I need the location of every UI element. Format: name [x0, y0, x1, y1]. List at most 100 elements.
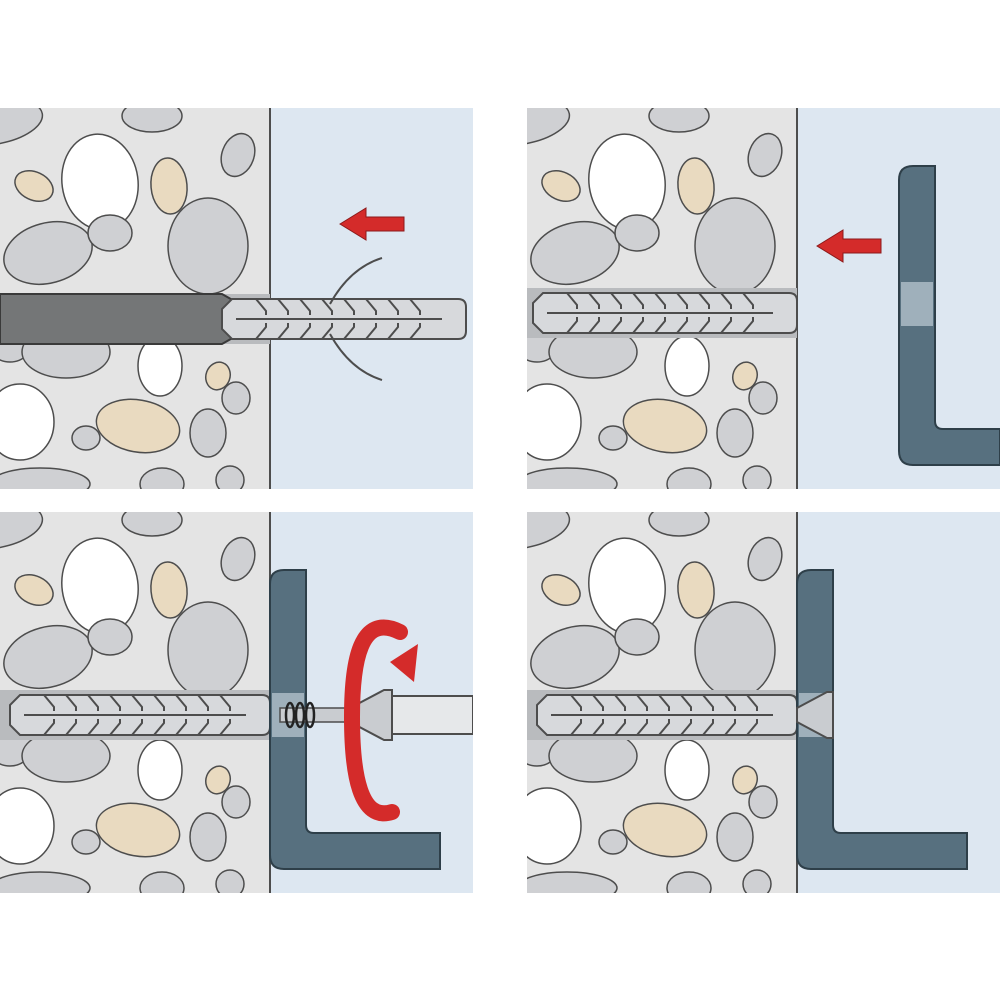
pebble — [748, 381, 778, 415]
pebble — [0, 871, 91, 893]
pebble — [71, 425, 101, 451]
pebble — [742, 465, 772, 489]
pebble — [664, 739, 710, 801]
plug-barb — [742, 292, 754, 309]
plug-barb — [343, 298, 355, 315]
plug-barb — [654, 292, 666, 309]
plug-barb — [676, 292, 688, 309]
pebble — [677, 561, 715, 619]
diagram-canvas — [527, 512, 1000, 893]
plug-barb — [570, 719, 582, 736]
plug-barb — [720, 292, 732, 309]
plug-barb — [153, 694, 165, 711]
plug-barb — [698, 317, 710, 334]
plug-barb — [658, 719, 670, 736]
plug-barb — [343, 323, 355, 340]
pebble — [215, 465, 245, 489]
screw-thread — [284, 701, 296, 729]
pebble — [0, 383, 55, 461]
plug-barb — [409, 323, 421, 340]
pebble — [541, 170, 581, 202]
plug-fin — [329, 257, 383, 305]
plug-barb — [365, 323, 377, 340]
plug-barb — [321, 323, 333, 340]
plug-barb — [632, 292, 644, 309]
plug-barb — [614, 719, 626, 736]
wall-plug — [221, 298, 467, 340]
pebble — [95, 398, 181, 454]
bracket-body — [898, 165, 1000, 466]
plug-barb — [131, 694, 143, 711]
pebble — [694, 197, 776, 295]
plug-barb — [610, 317, 622, 334]
drill-bit — [0, 293, 237, 345]
pebble — [747, 536, 783, 582]
wall-plug — [532, 292, 798, 334]
pebble — [666, 871, 712, 893]
bracket-hole — [901, 282, 933, 326]
plug-barb — [742, 317, 754, 334]
plug-barb — [277, 298, 289, 315]
pebble — [87, 214, 133, 252]
pebble — [189, 408, 227, 458]
plug-barb — [592, 694, 604, 711]
pebble — [167, 601, 249, 699]
plug-barb — [109, 719, 121, 736]
pebble — [527, 512, 571, 550]
plug-barb — [299, 298, 311, 315]
pebble — [747, 132, 783, 178]
pebble — [527, 383, 582, 461]
plug-barb — [702, 694, 714, 711]
pebble — [95, 802, 181, 858]
plug-barb — [131, 719, 143, 736]
pebble — [527, 871, 618, 893]
pebble — [139, 467, 185, 489]
plug-barb — [219, 719, 231, 736]
plug-barb — [197, 694, 209, 711]
plug-barb — [87, 694, 99, 711]
plug-barb — [43, 694, 55, 711]
screw-thread — [294, 701, 306, 729]
pebble — [677, 157, 715, 215]
fixture-bracket — [898, 165, 1000, 466]
pebble — [748, 785, 778, 819]
pebble — [622, 398, 708, 454]
pebble — [87, 618, 133, 656]
plug-barb — [588, 317, 600, 334]
arrow-left-icon — [339, 207, 405, 241]
pebble — [204, 361, 232, 391]
plug-barb — [321, 298, 333, 315]
pebble — [220, 132, 256, 178]
step-2-position-fixture-panel — [527, 108, 1000, 489]
plug-barb — [255, 298, 267, 315]
pebble — [598, 829, 628, 855]
pebble — [150, 157, 188, 215]
pebble — [14, 170, 54, 202]
pebble — [716, 408, 754, 458]
concrete-pebbles — [0, 108, 256, 489]
plug-barb — [175, 719, 187, 736]
pebble — [150, 561, 188, 619]
plug-barb — [299, 323, 311, 340]
plug-barb — [746, 694, 758, 711]
pebble — [121, 108, 183, 133]
pebble — [664, 335, 710, 397]
pebble — [527, 467, 618, 489]
step-4-fastened-panel — [527, 512, 1000, 893]
diagram-canvas — [0, 512, 473, 893]
plug-barb — [746, 719, 758, 736]
pebble — [139, 871, 185, 893]
plug-barb — [566, 317, 578, 334]
arrow-left-icon — [816, 229, 882, 263]
pebble — [742, 869, 772, 893]
pebble — [0, 787, 55, 865]
screwdriver-shaft — [391, 695, 473, 735]
pebble — [527, 108, 571, 146]
pebble — [614, 618, 660, 656]
plug-barb — [566, 292, 578, 309]
plug-barb — [65, 719, 77, 736]
pebble — [731, 765, 759, 795]
plug-barb — [636, 694, 648, 711]
plug-barb — [610, 292, 622, 309]
